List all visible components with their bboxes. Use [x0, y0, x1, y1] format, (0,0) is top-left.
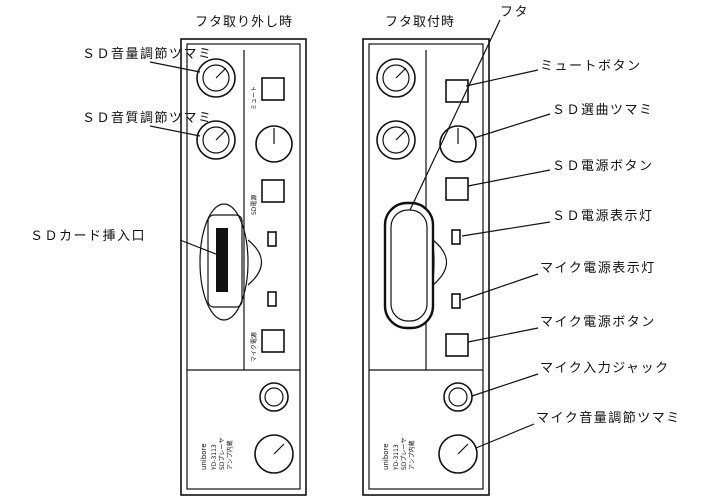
label-sd-select: ＳＤ選曲ツマミ: [552, 103, 654, 118]
sd-slot-surround: [207, 214, 243, 308]
label-cover: フタ: [500, 5, 529, 20]
leader-sd-power-lamp: [461, 221, 551, 237]
left-mic-jack[interactable]: [259, 382, 289, 412]
right-panel-inner-frame: [368, 43, 484, 490]
leader-sd-power-button: [467, 169, 551, 187]
leader-sd-select: [473, 113, 551, 139]
left-sub1: SDプレーヤ: [219, 438, 226, 470]
right-sd-power-button[interactable]: [445, 177, 469, 201]
right-sd-tone-pointer: [395, 129, 407, 141]
left-sd-power-text: SD電源: [250, 195, 258, 215]
leader-sd-tone: [149, 125, 201, 137]
leader-mic-power-button: [467, 327, 539, 343]
sd-slot-cover-hinge: [247, 239, 263, 286]
label-sd-power-button: ＳＤ電源ボタン: [552, 159, 654, 174]
label-sd-tone: ＳＤ音質調節ツマミ: [82, 110, 213, 126]
left-mute-text: ミュート: [251, 86, 258, 110]
right-mic-jack-inner: [448, 387, 468, 407]
right-sd-power-lamp: [451, 229, 461, 245]
sd-tone-knob-pointer: [215, 129, 227, 141]
leader-mic-power-lamp: [461, 273, 539, 301]
leader-sd-volume: [149, 61, 201, 73]
left-panel: unibore YD-3113 SDプレーヤ アンプ内蔵 ミュート SD電源 マ…: [180, 38, 307, 496]
right-cover-hinge: [432, 239, 448, 286]
right-model: YD-3113: [393, 444, 400, 471]
right-mic-power-button[interactable]: [445, 333, 469, 357]
left-mic-power-button[interactable]: [261, 329, 285, 353]
left-mic-volume-pointer: [273, 443, 285, 455]
right-mic-power-lamp: [451, 293, 461, 309]
right-mic-volume-pointer: [457, 443, 469, 455]
left-sd-power-lamp: [267, 231, 277, 247]
left-mic-power-text: マイク電源: [250, 332, 258, 362]
label-sd-volume: ＳＤ音量調節ツマミ: [82, 46, 213, 62]
right-panel: unibore YD-3113 SDプレーヤ アンプ内蔵: [362, 38, 490, 496]
left-panel-inner-frame: [186, 43, 301, 490]
left-model: YD-3113: [211, 444, 218, 471]
right-brand: unibore: [382, 443, 390, 470]
right-sub2: アンプ内蔵: [408, 440, 416, 470]
leader-mute-button: [465, 69, 539, 87]
left-mute-button[interactable]: [261, 77, 285, 101]
label-sd-slot: ＳＤカード挿入口: [30, 229, 146, 244]
sd-volume-knob-inner: [202, 64, 230, 92]
left-mic-jack-inner: [264, 387, 284, 407]
sd-slot-recess: [199, 203, 249, 321]
right-mute-button[interactable]: [445, 79, 469, 103]
label-mic-power-lamp: マイク電源表示灯: [540, 261, 656, 276]
label-mute-button: ミュートボタン: [540, 59, 642, 74]
label-mic-power-button: マイク電源ボタン: [540, 315, 656, 330]
slot-cover[interactable]: [383, 201, 435, 330]
left-sub2: アンプ内蔵: [226, 440, 234, 470]
leader-mic-jack: [471, 373, 539, 397]
left-sd-power-button[interactable]: [261, 179, 285, 203]
label-mic-volume: マイク音量調節ツマミ: [536, 410, 681, 426]
right-mic-jack[interactable]: [443, 382, 473, 412]
left-brand: unibore: [200, 443, 208, 470]
leader-cover: [409, 19, 501, 211]
left-panel-title: フタ取り外し時: [195, 15, 293, 30]
sd-volume-knob-pointer: [215, 67, 227, 79]
slot-cover-inner: [390, 209, 428, 322]
label-mic-jack: マイク入力ジャック: [540, 361, 670, 376]
leader-sd-slot: [179, 239, 222, 257]
right-sd-tone-knob-inner: [382, 126, 410, 154]
right-sub1: SDプレーヤ: [401, 438, 408, 470]
leader-mic-volume: [475, 423, 535, 449]
right-panel-title: フタ取付時: [385, 15, 455, 30]
left-mic-power-lamp: [267, 291, 277, 307]
sd-tone-knob-inner: [202, 126, 230, 154]
sd-card-slot[interactable]: [216, 228, 228, 292]
right-sd-volume-knob-inner: [382, 64, 410, 92]
label-sd-power-lamp: ＳＤ電源表示灯: [552, 209, 654, 224]
right-sd-volume-pointer: [395, 67, 407, 79]
